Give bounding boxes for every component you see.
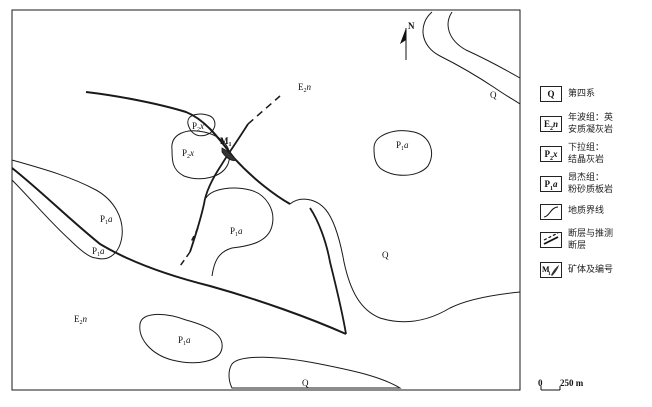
svg-text:1: 1: [548, 272, 551, 277]
inferred-fault-upper: [247, 95, 281, 125]
legend-symbol-q: Q: [540, 86, 562, 102]
label-p1a-center: P1a: [230, 226, 243, 238]
p1a-left-band-lower: [11, 179, 97, 259]
label-p1a-left-upper: P1a: [100, 214, 113, 226]
quaternary-top-right-inner: [447, 11, 521, 79]
legend-text-q: 第四系: [568, 89, 596, 99]
orebody-m1-icon: [221, 147, 237, 161]
north-arrow-icon: N: [400, 21, 415, 60]
inferred-fault-lower-2: [189, 227, 199, 245]
inferred-fault-lower: [179, 251, 191, 267]
label-p2x-small: P2x: [192, 121, 204, 133]
main-fault-upper: [85, 91, 291, 205]
scale-label: 250 m: [560, 378, 584, 388]
label-e2n-left: E2n: [74, 314, 88, 326]
legend-text-fault: 断层与推测 断层: [568, 229, 614, 251]
label-p1a-bottom: P1a: [178, 335, 191, 347]
legend-symbol-p2x: P2x: [540, 146, 562, 162]
quaternary-center-boundary: [289, 198, 521, 323]
label-p2x-main: P2x: [182, 148, 194, 160]
label-p1a-right: P1a: [396, 140, 409, 152]
scale-bar: 0 250 m: [538, 378, 584, 391]
main-fault-lower: [11, 167, 347, 335]
map-frame: [11, 9, 521, 391]
legend-text-orebody: 矿体及编号: [568, 265, 614, 275]
legend-symbol-orebody-icon: M 1: [540, 262, 562, 278]
legend-symbol-e2n: E2n: [540, 116, 562, 132]
p1a-left-band-upper: [11, 159, 123, 260]
legend-text-boundary: 地质界线: [568, 206, 605, 216]
legend-symbol-p1a: P1a: [540, 176, 562, 192]
scale-start: 0: [538, 378, 543, 388]
legend-symbol-fault-icon: [540, 232, 562, 248]
legend-text-p1a: 昂杰组： 粉砂质板岩: [568, 173, 614, 195]
p1a-right-lens: [373, 130, 432, 176]
legend-symbol-boundary-icon: [540, 204, 562, 220]
quaternary-top-right-boundary: [422, 11, 521, 105]
p1a-bottom-lens: [139, 314, 223, 364]
svg-text:M: M: [542, 265, 550, 274]
label-e2n-top: E2n: [298, 82, 312, 94]
label-q-center: Q: [382, 250, 389, 260]
north-label: N: [408, 21, 415, 31]
p2x-main-lens: [171, 130, 230, 180]
p1a-center-block: [205, 187, 274, 277]
quaternary-bottom-lens: [228, 356, 402, 389]
label-q-bottom: Q: [302, 378, 309, 388]
central-fault-connector: [309, 207, 347, 335]
label-q-top-right: Q: [490, 90, 497, 100]
legend-text-p2x: 下拉组： 结晶灰岩: [568, 143, 605, 165]
label-p1a-left-lower: P1a: [92, 246, 105, 258]
p2x-small-lens: [187, 113, 216, 137]
label-m1: M1: [220, 136, 232, 148]
legend-text-e2n: 年波组：英 安质凝灰岩: [568, 113, 614, 135]
